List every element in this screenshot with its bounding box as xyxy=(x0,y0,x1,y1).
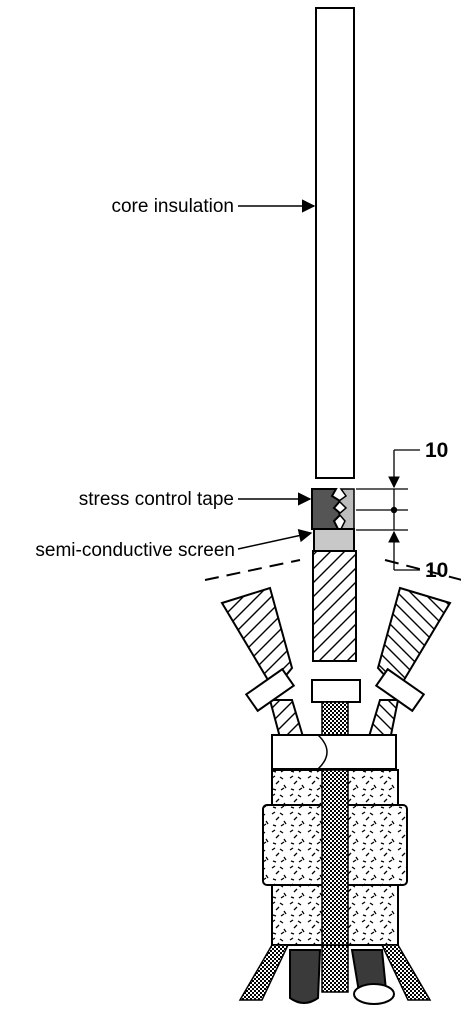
left-cut-line xyxy=(204,559,301,581)
hatched-core xyxy=(312,550,357,662)
label-semi-conductive-screen: semi-conductive screen xyxy=(35,540,235,561)
lower-core-end xyxy=(353,983,395,1005)
outer-sheath-left xyxy=(238,944,290,1001)
crotch-band xyxy=(271,734,397,770)
lower-core-left xyxy=(289,949,322,1004)
right-cut-line xyxy=(384,559,461,581)
stress-control-tape xyxy=(311,488,343,530)
dimension-marks xyxy=(356,449,420,571)
label-stress-control-tape: stress control tape xyxy=(79,489,234,510)
branch-clamps xyxy=(244,667,426,713)
core-insulation xyxy=(315,7,355,479)
semi-conductive-screen xyxy=(313,528,355,552)
outer-sheath-right xyxy=(380,944,432,1001)
dimension-upper: 10 xyxy=(425,439,448,462)
dimension-lower: 10 xyxy=(425,559,448,582)
label-core-insulation: core insulation xyxy=(111,196,234,217)
left-branch-core xyxy=(220,586,294,692)
